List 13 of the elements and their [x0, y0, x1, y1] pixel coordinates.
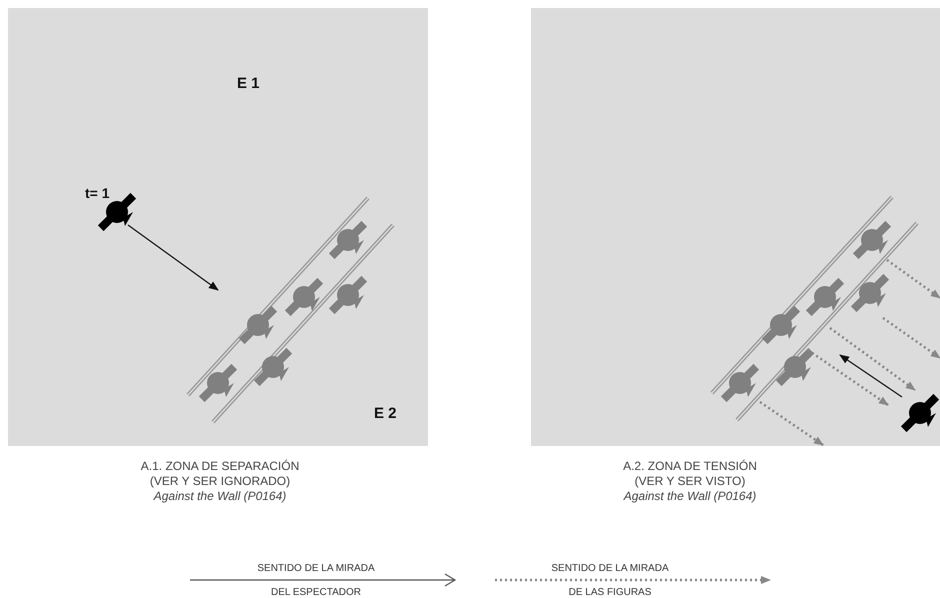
caption-text: Against the Wall (P0164) [154, 489, 286, 503]
caption-text: Against the Wall (P0164) [624, 489, 756, 503]
time-label: t= 1 [85, 185, 110, 201]
caption-text: (VER Y SER VISTO) [634, 474, 746, 488]
legend-text: SENTIDO DE LA MIRADA DEL ESPECTADOR [256, 562, 376, 598]
space-label: E 2 [374, 405, 397, 422]
caption-text: A.2. ZONA DE TENSIÓN [623, 459, 757, 473]
legend-text: SENTIDO DE LA MIRADA DE LAS FIGURAS [550, 562, 670, 598]
caption-text: (VER Y SER IGNORADO) [150, 474, 290, 488]
caption-text: A.1. ZONA DE SEPARACIÓN [140, 459, 300, 473]
space-label: E 1 [237, 75, 260, 92]
panel-background [8, 8, 428, 446]
panel-background [531, 8, 940, 446]
